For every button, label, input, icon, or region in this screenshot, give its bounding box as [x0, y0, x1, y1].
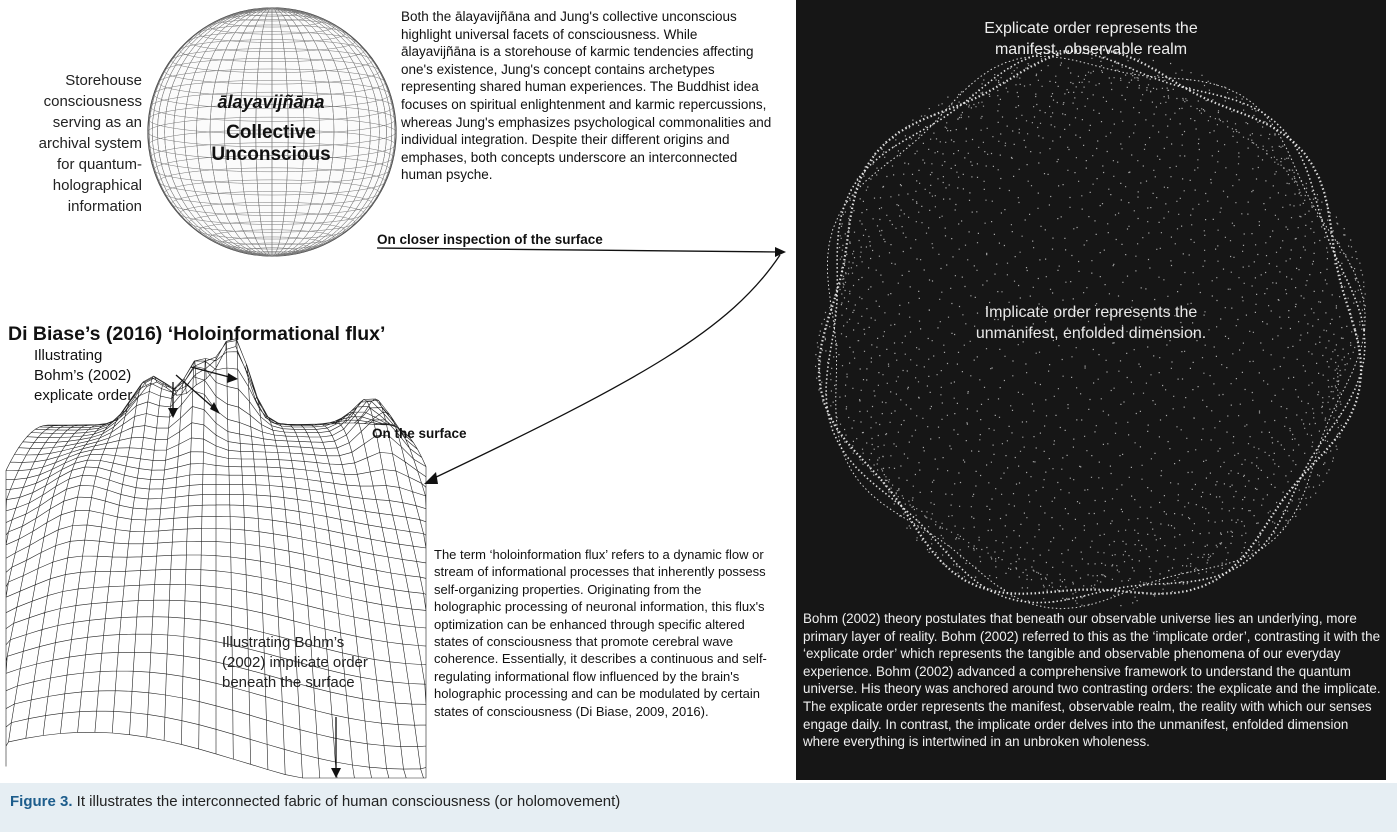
arrow-head-explicate-1 [227, 373, 238, 383]
explicate-caption-line: manifest, observable realm [994, 41, 1188, 58]
globe-latitude [158, 167, 386, 196]
particle-field [815, 51, 1366, 607]
storehouse-line: archival system [38, 135, 142, 152]
dark-panel [796, 0, 1386, 780]
collective-unconscious-label: Collective Unconscious [186, 122, 356, 166]
globe-meridian [148, 7, 396, 257]
globe-latitude [209, 229, 335, 245]
arrow-head-closer [775, 247, 786, 257]
comparison-paragraph: Both the ālayavijñāna and Jung's collect… [401, 9, 772, 183]
implicate-line: beneath the surface [222, 674, 355, 691]
storehouse-label: Storehouse consciousness serving as an a… [20, 70, 142, 217]
globe-latitude [258, 251, 286, 255]
figure-label: Figure 3. [10, 793, 73, 810]
storehouse-line: consciousness [43, 93, 142, 110]
arrow-head-explicate-2 [168, 408, 178, 418]
bohm-paragraph: Bohm (2002) theory postulates that benea… [803, 611, 1381, 750]
arrows [172, 247, 781, 772]
storehouse-line: for quantum- [56, 156, 142, 173]
explicate-order-label: Illustrating Bohm’s (2002) explicate ord… [34, 346, 132, 406]
closer-inspection-arrow [376, 247, 781, 253]
explicate-line: Illustrating [34, 347, 103, 364]
collective-line: Collective [226, 122, 316, 143]
unconscious-line: Unconscious [211, 144, 331, 165]
globe-latitude [188, 212, 356, 233]
implicate-caption-line: Implicate order represents the [984, 304, 1198, 321]
globe-latitude [179, 202, 365, 225]
explicate-line: explicate order [34, 387, 133, 404]
globe-latitude [179, 39, 365, 62]
implicate-caption-line: unmanifest, enfolded dimension. [975, 325, 1207, 342]
explicate-arrow-1 [190, 366, 234, 379]
globe-latitude [158, 68, 386, 97]
globe-latitude [188, 31, 356, 52]
holoinformational-flux-title: Di Biase’s (2016) ‘Holoinformational flu… [8, 323, 386, 345]
figure-caption-bar [0, 783, 1397, 832]
implicate-line: Illustrating Bohm’s [222, 634, 345, 651]
implicate-line: (2002) implicate order [222, 654, 368, 671]
closer-inspection-label: On closer inspection of the surface [377, 232, 603, 247]
globe-latitude [221, 236, 323, 250]
arrow-head-surface [424, 472, 438, 484]
explicate-caption-line: Explicate order represents the [984, 20, 1198, 37]
particle-points [815, 47, 1366, 610]
arrow-head-explicate-3 [210, 402, 220, 414]
arrow-head-implicate [331, 768, 341, 778]
alayavijnana-label: ālayavijñāna [217, 92, 325, 112]
globe-latitude [209, 19, 335, 35]
flux-paragraph: The term ‘holoinformation flux’ refers t… [434, 547, 767, 719]
globe-latitude [245, 9, 299, 17]
implicate-order-label: Illustrating Bohm’s (2002) implicate ord… [222, 633, 368, 693]
collective-unconscious-sphere [147, 7, 397, 257]
globe-latitude [221, 14, 323, 28]
arrow-heads [168, 247, 786, 778]
storehouse-line: information [67, 198, 142, 215]
implicate-order-caption: Implicate order represents the unmanifes… [796, 302, 1386, 344]
explicate-order-caption: Explicate order represents the manifest,… [796, 18, 1386, 60]
storehouse-line: serving as an [52, 114, 142, 131]
storehouse-line: holographical [52, 177, 142, 194]
surface-curve-arrow [429, 254, 781, 481]
storehouse-line: Storehouse [65, 72, 142, 89]
on-surface-label: On the surface [372, 426, 467, 441]
explicate-arrow-3 [175, 374, 217, 411]
figure-caption-text: It illustrates the interconnected fabric… [72, 793, 621, 810]
explicate-line: Bohm’s (2002) [34, 367, 132, 384]
globe-latitude [258, 9, 286, 13]
figure-caption: Figure 3. It illustrates the interconnec… [10, 793, 620, 810]
